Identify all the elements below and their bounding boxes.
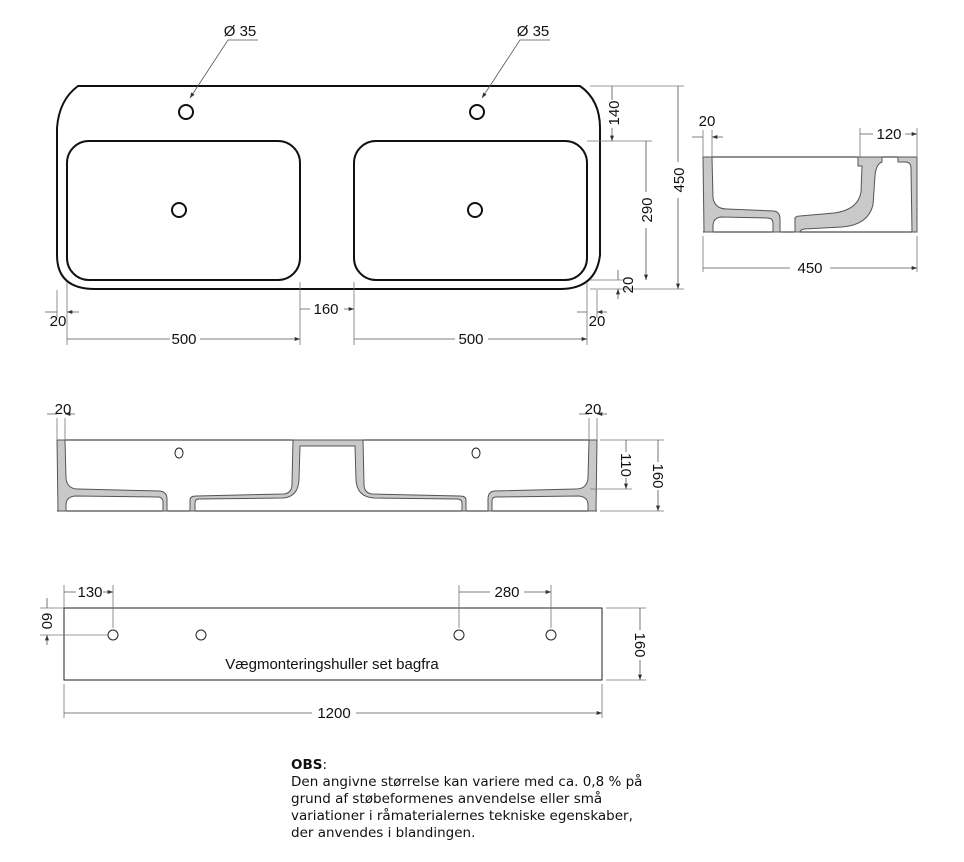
dim-right-edge: 20 xyxy=(589,313,606,330)
note-line: grund af støbeformenes anvendelse eller … xyxy=(291,791,603,807)
front-section-view: 20 20 110 160 xyxy=(47,401,666,511)
back-view: Vægmonteringshuller set bagfra 130 280 6… xyxy=(38,584,648,722)
back-view-caption: Vægmonteringshuller set bagfra xyxy=(225,656,439,673)
back-panel xyxy=(63,607,603,681)
wall-mount-hole xyxy=(195,629,207,641)
dim-left-wall: 20 xyxy=(55,401,72,418)
side-section-view: 20 120 450 xyxy=(692,113,917,277)
note-line: Den angivne størrelse kan variere med ca… xyxy=(291,774,643,790)
note-line: der anvendes i blandingen. xyxy=(291,825,476,841)
dim-side-wall: 20 xyxy=(699,113,716,130)
dim-gap: 160 xyxy=(313,301,338,318)
plan-view: Ø 35 Ø 35 20 500 160 500 20 140 290 450 … xyxy=(45,23,688,348)
note-title: OBS xyxy=(291,757,323,773)
sink-outline xyxy=(56,85,601,290)
dim-bottom-edge: 20 xyxy=(620,277,637,294)
note-line: variationer i råmaterialernes tekniske e… xyxy=(291,808,633,824)
dim-top-to-basin: 140 xyxy=(606,100,623,125)
tap-hole-section-left xyxy=(174,447,184,459)
dim-left-edge: 20 xyxy=(50,313,67,330)
drain-right xyxy=(467,202,483,218)
dim-hole-spacing: 280 xyxy=(494,584,519,601)
tap-hole-left xyxy=(178,104,194,120)
wall-mount-hole xyxy=(107,629,119,641)
dim-hole-offset: 130 xyxy=(77,584,102,601)
dim-basin-left: 500 xyxy=(171,331,196,348)
dim-total-depth: 450 xyxy=(671,167,688,192)
dim-hole-height: 60 xyxy=(38,613,55,630)
dim-basin-height: 110 xyxy=(617,453,634,477)
wall-mount-hole xyxy=(453,629,465,641)
basin-left xyxy=(66,140,301,281)
obs-note: OBS: Den angivne størrelse kan variere m… xyxy=(291,757,643,841)
dim-side-rear: 120 xyxy=(876,126,901,143)
dim-total-height: 160 xyxy=(649,463,666,488)
dim-width: 1200 xyxy=(317,705,350,722)
dim-basin-depth: 290 xyxy=(639,197,656,222)
dim-side-depth: 450 xyxy=(797,260,822,277)
hole-label-left: Ø 35 xyxy=(224,23,257,40)
tap-hole-right xyxy=(469,104,485,120)
wall-mount-hole xyxy=(545,629,557,641)
basin-right xyxy=(353,140,588,281)
drain-left xyxy=(171,202,187,218)
dim-back-height: 160 xyxy=(631,632,648,657)
dim-basin-right: 500 xyxy=(458,331,483,348)
dim-right-wall: 20 xyxy=(585,401,602,418)
hole-label-right: Ø 35 xyxy=(517,23,550,40)
tap-hole-section-right xyxy=(471,447,481,459)
